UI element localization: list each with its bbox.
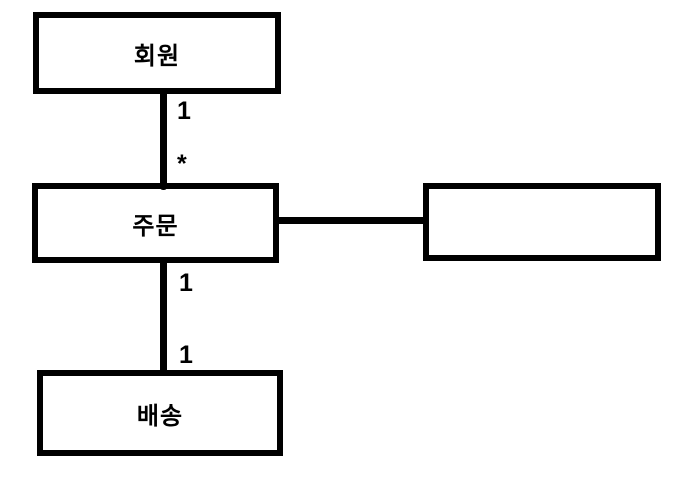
entity-label-delivery: 배송 (136, 402, 184, 430)
entity-label-member: 회원 (133, 42, 181, 70)
entity-box-blank (423, 183, 661, 261)
connector-order-delivery (160, 258, 167, 376)
multiplicity-label-member-side: 1 (177, 97, 191, 125)
multiplicity-label-order-delivery-bottom: 1 (179, 341, 193, 369)
multiplicity-label-order-side: * (177, 150, 187, 178)
connector-order-blank (276, 217, 426, 224)
entity-box-order: 주문 (32, 183, 279, 263)
entity-label-order: 주문 (132, 212, 179, 240)
multiplicity-label-order-delivery-top: 1 (179, 269, 193, 297)
entity-box-member: 회원 (33, 12, 281, 94)
entity-box-delivery: 배송 (37, 370, 283, 456)
connector-member-order (160, 88, 167, 190)
